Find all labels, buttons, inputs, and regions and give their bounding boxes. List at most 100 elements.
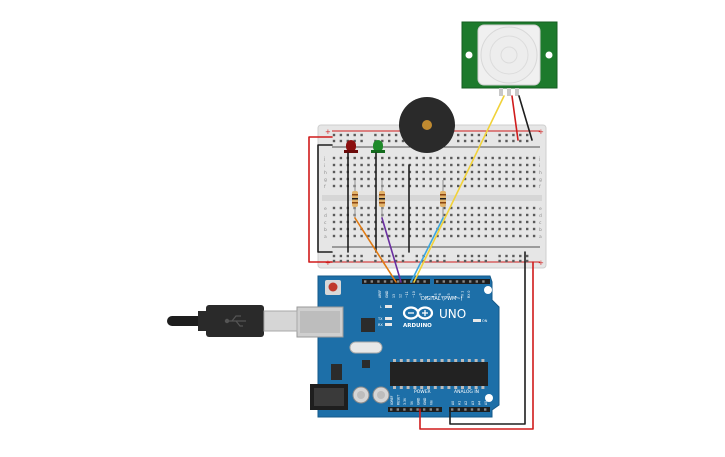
breadboard-hole <box>415 156 418 160</box>
rail-hole <box>526 133 529 137</box>
header-pin[interactable] <box>423 280 426 283</box>
breadboard-hole <box>498 170 501 174</box>
breadboard-hole <box>360 220 363 224</box>
wire-pir-ground[interactable] <box>518 95 533 141</box>
wire-5v-to-rail[interactable] <box>419 261 534 430</box>
header-pin[interactable] <box>436 280 439 283</box>
pir-motion-sensor[interactable] <box>461 21 558 96</box>
wire-pir-power[interactable] <box>511 95 519 141</box>
rail-hole <box>353 133 356 137</box>
header-pin[interactable] <box>451 408 454 411</box>
arduino-uno[interactable]: UNO ARDUINO DIGITAL (PWM~) POWER ANALOG … <box>296 275 500 418</box>
wire-purple-signal[interactable] <box>381 217 402 283</box>
breadboard-hole <box>443 184 446 188</box>
power-header <box>388 407 442 412</box>
chip-pin <box>420 359 424 362</box>
resistor-red-led[interactable] <box>352 180 358 218</box>
rail-hole <box>415 259 418 263</box>
breadboard-hole <box>339 170 343 174</box>
breadboard-hole <box>491 156 494 160</box>
row-letter: b <box>324 227 327 233</box>
rail-hole <box>374 254 377 258</box>
crystal-oscillator <box>349 341 383 354</box>
red-led[interactable] <box>344 140 358 153</box>
breadboard-hole <box>450 227 453 231</box>
usb-cable[interactable] <box>167 305 298 337</box>
breadboard-hole <box>532 163 536 167</box>
wire-gnd-to-rail[interactable] <box>449 251 526 425</box>
header-pin[interactable] <box>429 408 432 411</box>
header-pin[interactable] <box>482 280 485 283</box>
header-pin[interactable] <box>442 280 445 283</box>
header-pin[interactable] <box>403 280 406 283</box>
breadboard-hole <box>401 220 405 224</box>
rail-hole <box>484 259 487 263</box>
header-pin[interactable] <box>436 408 439 411</box>
header-pin[interactable] <box>396 408 399 411</box>
wire-left-black-loop[interactable] <box>317 144 333 253</box>
breadboard-hole <box>360 213 363 217</box>
header-pin[interactable] <box>477 408 480 411</box>
resistor-buzzer[interactable] <box>440 180 446 218</box>
breadboard-hole <box>394 177 398 181</box>
header-pin[interactable] <box>390 408 393 411</box>
breadboard-hole <box>394 206 398 210</box>
header-pin[interactable] <box>462 280 465 283</box>
chip-pin <box>467 386 471 389</box>
breadboard-hole <box>526 177 529 181</box>
header-pin[interactable] <box>416 408 419 411</box>
analog-header <box>449 407 490 412</box>
breadboard-hole <box>463 170 467 174</box>
breadboard-hole <box>532 227 536 231</box>
header-pin[interactable] <box>416 280 420 283</box>
breadboard-hole <box>401 170 405 174</box>
header-pin[interactable] <box>409 408 413 411</box>
breadboard-hole <box>498 163 501 167</box>
wire-orange-signal[interactable] <box>354 217 397 283</box>
rail-hole <box>353 254 356 258</box>
wire-blue-signal[interactable] <box>410 217 444 283</box>
green-led-body <box>373 140 383 152</box>
breadboard-hole <box>505 156 508 160</box>
small-component <box>362 360 370 368</box>
header-pin[interactable] <box>449 280 452 283</box>
header-pin[interactable] <box>484 408 487 411</box>
header-pin[interactable] <box>390 280 393 283</box>
breadboard-hole <box>415 213 418 217</box>
breadboard-hole <box>532 220 536 224</box>
header-pin[interactable] <box>470 408 474 411</box>
header-pin[interactable] <box>469 280 472 283</box>
rail-hole <box>526 254 529 258</box>
breadboard-hole <box>470 177 474 181</box>
red-led-rim <box>344 150 358 153</box>
header-pin[interactable] <box>464 408 467 411</box>
header-pin[interactable] <box>455 280 459 283</box>
breadboard-hole <box>457 227 460 231</box>
green-led[interactable] <box>371 140 385 153</box>
header-pin[interactable] <box>370 280 373 283</box>
header-pin[interactable] <box>364 280 367 283</box>
breadboard-hole <box>498 213 501 217</box>
header-pin[interactable] <box>457 408 460 411</box>
breadboard-hole <box>353 234 356 238</box>
row-letter: g <box>539 178 542 183</box>
piezo-buzzer[interactable] <box>399 97 455 153</box>
chip-pin <box>481 386 485 389</box>
header-pin[interactable] <box>377 280 380 283</box>
reset-button[interactable] <box>328 282 338 292</box>
rail-hole <box>484 139 487 143</box>
breadboard-hole <box>332 163 336 167</box>
header-pin[interactable] <box>397 280 400 283</box>
header-pin[interactable] <box>475 280 478 283</box>
board-model-label: UNO <box>439 307 466 321</box>
rail-hole <box>339 133 343 137</box>
header-pin[interactable] <box>403 408 406 411</box>
header-pin[interactable] <box>423 408 426 411</box>
rail-plus-top-right: + <box>538 128 544 136</box>
wire-left-red-loop[interactable] <box>308 136 333 263</box>
resistor-green-led[interactable] <box>379 180 385 218</box>
header-pin[interactable] <box>383 280 387 283</box>
rail-hole <box>394 139 398 143</box>
wire-yellow-pir-signal[interactable] <box>413 95 505 283</box>
